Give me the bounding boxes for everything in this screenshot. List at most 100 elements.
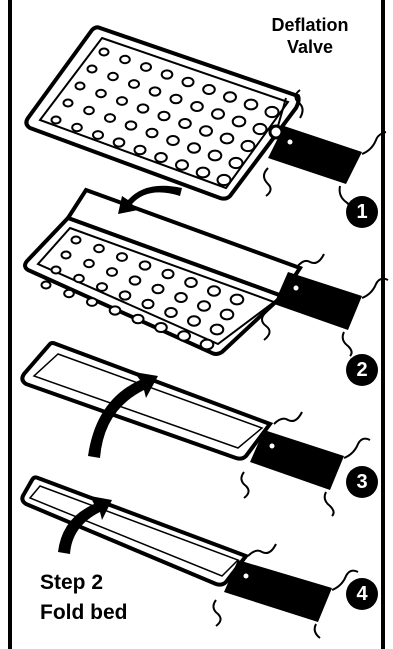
air-cell xyxy=(171,95,182,104)
strap-tie xyxy=(241,472,248,498)
air-cell xyxy=(87,298,97,306)
air-cell xyxy=(231,295,244,305)
air-cell xyxy=(218,175,231,185)
air-cell xyxy=(105,114,115,122)
air-cell xyxy=(143,300,154,309)
step-2-badge: 2 xyxy=(346,354,378,386)
caption-line-1: Step 2 xyxy=(40,568,128,598)
air-cell xyxy=(254,124,267,134)
strap-tie xyxy=(296,254,324,268)
air-cell xyxy=(108,73,118,80)
air-cell xyxy=(211,325,224,335)
bed-outline xyxy=(22,343,270,459)
strap-tie xyxy=(343,332,352,356)
air-cell xyxy=(163,270,174,279)
step-1-badge: 1 xyxy=(346,196,378,228)
strap-tie xyxy=(262,312,270,340)
valve-label-line-1: Deflation xyxy=(255,14,365,36)
air-cell xyxy=(72,237,81,244)
fold-arrow-icon xyxy=(118,186,182,214)
strap-tie xyxy=(274,412,302,424)
air-cell xyxy=(155,153,167,162)
air-cell xyxy=(107,268,117,276)
air-cell xyxy=(62,252,71,259)
strap xyxy=(268,126,362,184)
air-cell xyxy=(167,136,179,145)
strap-snap xyxy=(294,286,299,291)
air-cell xyxy=(52,117,61,124)
air-cell xyxy=(129,80,139,88)
air-cell xyxy=(162,70,173,78)
strap xyxy=(250,430,344,490)
air-cell xyxy=(209,151,222,161)
air-cell xyxy=(245,100,258,110)
air-cell xyxy=(94,245,104,252)
air-cell xyxy=(117,97,127,105)
air-cell xyxy=(159,112,170,121)
strap-tie xyxy=(264,168,271,196)
strap-tie xyxy=(248,544,276,556)
air-cell xyxy=(212,109,224,118)
air-cell xyxy=(198,301,210,310)
air-cell xyxy=(188,143,200,152)
air-cell xyxy=(140,261,151,269)
strap-snap xyxy=(244,574,249,579)
air-cell xyxy=(208,286,220,295)
air-cell xyxy=(188,316,200,325)
air-cell xyxy=(153,285,164,294)
air-cell xyxy=(72,124,82,131)
air-cell xyxy=(84,260,94,267)
air-cell xyxy=(97,283,107,291)
air-cell xyxy=(191,102,203,111)
air-cell xyxy=(130,276,141,284)
panel-2-folding-bed xyxy=(25,186,388,356)
air-cell xyxy=(64,100,73,107)
air-cell xyxy=(224,92,236,101)
air-cell xyxy=(84,107,94,114)
deflation-valve-label: Deflation Valve xyxy=(255,14,365,58)
air-cell xyxy=(185,278,197,287)
air-cell xyxy=(183,78,194,87)
strap-tie xyxy=(325,492,334,516)
air-cell xyxy=(126,121,137,129)
caption-line-2: Fold bed xyxy=(40,598,128,628)
air-cell xyxy=(120,291,131,299)
air-cell xyxy=(179,119,191,128)
air-cell xyxy=(230,158,243,168)
strap-snap xyxy=(288,140,293,145)
air-cell xyxy=(64,290,74,297)
air-cell xyxy=(175,293,187,302)
strap-tie xyxy=(213,600,220,626)
air-cell xyxy=(135,146,146,155)
air-cell xyxy=(52,267,61,274)
air-cell xyxy=(120,56,130,63)
air-cell xyxy=(147,129,158,138)
air-cell xyxy=(242,141,255,151)
air-cell xyxy=(114,138,125,146)
air-cell xyxy=(266,107,279,117)
step-caption: Step 2 Fold bed xyxy=(40,568,128,628)
air-cell xyxy=(110,306,121,314)
air-cell xyxy=(178,331,190,340)
air-cell xyxy=(141,63,151,71)
air-cell xyxy=(100,49,109,56)
valve-label-line-2: Valve xyxy=(255,36,365,58)
step-4-badge: 4 xyxy=(346,578,378,610)
air-cell xyxy=(221,310,234,320)
air-cell xyxy=(76,83,85,90)
air-cell xyxy=(200,126,212,135)
air-cell xyxy=(165,308,177,317)
air-cell xyxy=(155,323,167,332)
strap-tie xyxy=(344,439,370,458)
air-cell xyxy=(133,315,144,324)
air-cell xyxy=(74,275,84,282)
air-cell xyxy=(197,168,210,178)
air-cell xyxy=(96,90,106,97)
air-cell xyxy=(88,66,97,73)
air-cell xyxy=(221,134,234,144)
air-cell xyxy=(117,253,127,261)
air-cell xyxy=(138,104,149,112)
air-cell xyxy=(203,85,215,94)
